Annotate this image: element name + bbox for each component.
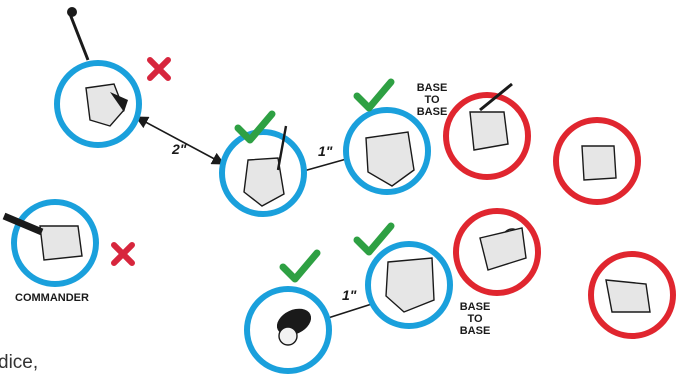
base-to-base-label-bottom-1: BASE bbox=[460, 301, 491, 313]
cross-icon bbox=[150, 60, 168, 78]
friendly-model-commander bbox=[4, 202, 96, 284]
cross-icon bbox=[114, 245, 132, 263]
friendly-model-bottom-middle bbox=[368, 244, 450, 326]
check-icon bbox=[283, 253, 317, 279]
friendly-model-bottom-left bbox=[247, 289, 329, 371]
enemy-model-top-base-to-base bbox=[446, 84, 528, 177]
base-to-base-label-top-2: TO bbox=[424, 94, 440, 106]
base-to-base-label-bottom-3: BASE bbox=[460, 325, 491, 337]
commander-label: COMMANDER bbox=[15, 292, 89, 304]
distance-label-1in-top: 1" bbox=[318, 143, 333, 159]
check-icon bbox=[357, 82, 391, 108]
enemy-model-top-right bbox=[556, 120, 638, 202]
distance-label-1in-bottom: 1" bbox=[342, 287, 357, 303]
friendly-model-middle bbox=[222, 126, 304, 214]
base-to-base-label-bottom-2: TO bbox=[467, 313, 483, 325]
enemy-model-bottom-right bbox=[591, 254, 673, 336]
distance-label-2in: 2" bbox=[171, 141, 187, 157]
friendly-model-top-left bbox=[57, 7, 139, 145]
body-text-fragment: dice, bbox=[0, 352, 38, 374]
base-to-base-label-top-1: BASE bbox=[417, 82, 448, 94]
enemy-model-bottom-base-to-base bbox=[456, 211, 538, 293]
base-to-base-label-top-3: BASE bbox=[417, 106, 448, 118]
friendly-model-top-right bbox=[346, 110, 428, 192]
distance-line-1in-top bbox=[300, 158, 350, 172]
